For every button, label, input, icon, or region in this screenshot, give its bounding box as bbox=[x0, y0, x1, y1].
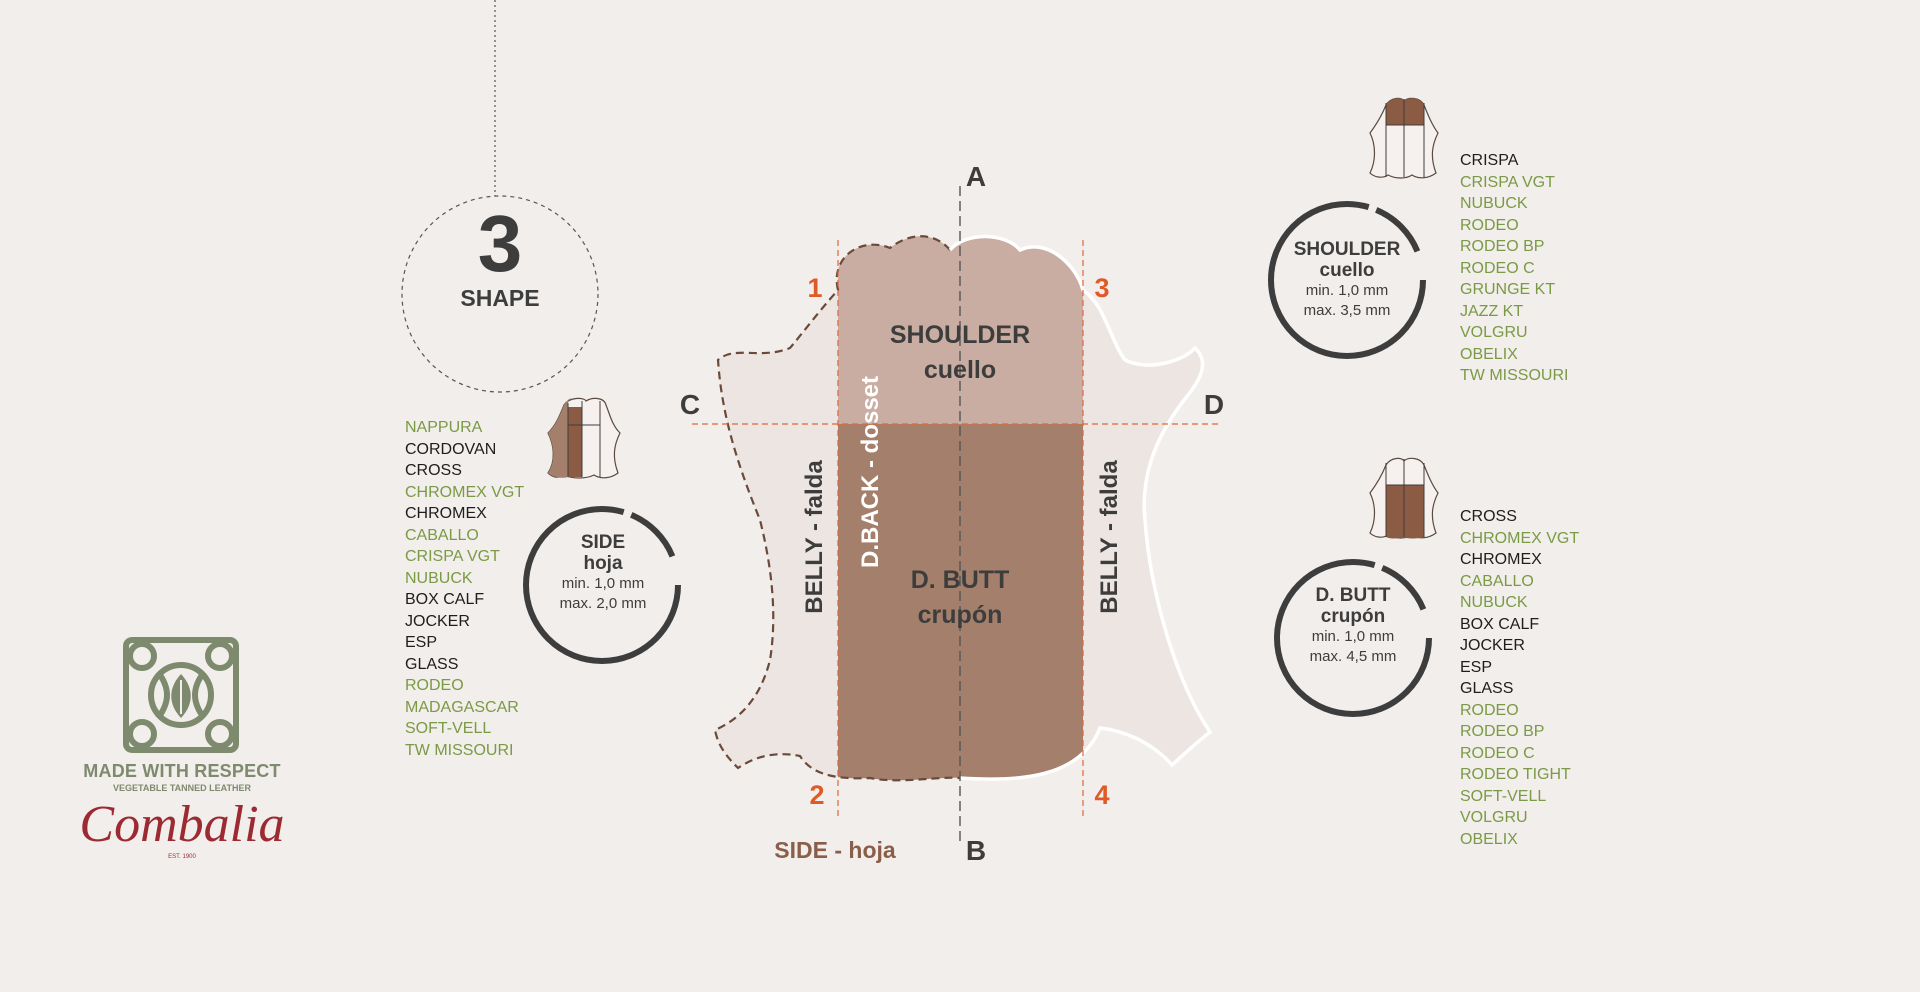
cut-number-4: 4 bbox=[1094, 780, 1109, 810]
list-item: GRUNGE KT bbox=[1460, 281, 1556, 298]
side-bottom-label: SIDE - hoja bbox=[774, 837, 896, 863]
axis-label-d: D bbox=[1204, 389, 1224, 420]
step-label: SHAPE bbox=[460, 285, 539, 311]
side-circle-subtitle: hoja bbox=[583, 553, 623, 574]
shoulder-product-list: CRISPA CRISPA VGT NUBUCK RODEO RODEO BP … bbox=[1460, 150, 1568, 387]
list-item: BOX CALF bbox=[1460, 615, 1540, 633]
shoulder-circle-min: min. 1,0 mm bbox=[1305, 282, 1389, 299]
butt-sublabel: crupón bbox=[918, 601, 1003, 629]
brand-tagline: MADE WITH RESPECT bbox=[83, 761, 281, 781]
side-circle-title: SIDE bbox=[580, 532, 626, 553]
list-item: SOFT-VELL bbox=[1460, 787, 1547, 805]
shoulder-circle-title: SHOULDER bbox=[1293, 239, 1401, 260]
list-item: RODEO TIGHT bbox=[1460, 766, 1571, 783]
step-badge: 3 SHAPE bbox=[401, 0, 599, 393]
butt-circle-max: max. 4,5 mm bbox=[1309, 648, 1397, 665]
side-circle-text: SIDE hoja min. 1,0 mm max. 2,0 mm bbox=[528, 533, 678, 614]
list-item: JOCKER bbox=[1460, 637, 1525, 654]
butt-product-list: CROSS CHROMEX VGT CHROMEX CABALLO NUBUCK… bbox=[1460, 506, 1579, 850]
side-product-list: NAPPURA CORDOVAN CROSS CHROMEX VGT CHROM… bbox=[405, 417, 524, 761]
list-item: RODEO BP bbox=[1460, 238, 1545, 255]
list-item: CRISPA bbox=[1460, 152, 1519, 169]
list-item: NUBUCK bbox=[405, 569, 473, 587]
back-label: D.BACK - dosset bbox=[857, 376, 884, 568]
list-item: RODEO C bbox=[1460, 744, 1535, 762]
shoulder-circle-max: max. 3,5 mm bbox=[1303, 302, 1391, 319]
list-item: CABALLO bbox=[405, 526, 479, 544]
list-item: TW MISSOURI bbox=[405, 741, 514, 759]
list-item: OBELIX bbox=[1460, 345, 1518, 363]
list-item: JAZZ KT bbox=[1460, 302, 1524, 320]
list-item: NUBUCK bbox=[1460, 594, 1528, 611]
axis-label-a: A bbox=[966, 161, 986, 192]
list-item: VOLGRU bbox=[1460, 324, 1528, 341]
list-item: CROSS bbox=[1460, 508, 1517, 525]
list-item: RODEO C bbox=[1460, 259, 1535, 277]
ornamental-tile-logo-icon bbox=[123, 637, 239, 753]
shoulder-sublabel: cuello bbox=[924, 356, 996, 384]
list-item: RODEO bbox=[1460, 701, 1519, 719]
shoulder-label: SHOULDER bbox=[890, 321, 1030, 349]
list-item: BOX CALF bbox=[405, 591, 485, 608]
butt-circle bbox=[1274, 559, 1432, 717]
list-item: SOFT-VELL bbox=[405, 720, 492, 737]
hide-shoulder-icon bbox=[1369, 97, 1439, 179]
list-item: CHROMEX VGT bbox=[1460, 529, 1580, 547]
list-item: MADAGASCAR bbox=[405, 698, 519, 716]
brand-name: Combalia bbox=[79, 796, 285, 853]
list-item: RODEO bbox=[405, 677, 464, 694]
hide-side-icon bbox=[547, 397, 621, 479]
cut-number-2: 2 bbox=[809, 780, 824, 810]
list-item: GLASS bbox=[1460, 680, 1514, 697]
butt-circle-subtitle: crupón bbox=[1320, 606, 1386, 627]
list-item: ESP bbox=[405, 634, 438, 651]
butt-circle-title: D. BUTT bbox=[1315, 585, 1391, 606]
list-item: ESP bbox=[1460, 658, 1493, 676]
shoulder-circle bbox=[1268, 201, 1426, 359]
list-item: RODEO bbox=[1460, 216, 1519, 234]
side-circle-max: max. 2,0 mm bbox=[559, 595, 647, 612]
list-item: CORDOVAN bbox=[405, 440, 497, 458]
list-item: TW MISSOURI bbox=[1460, 367, 1569, 384]
axis-label-b: B bbox=[966, 835, 986, 866]
hide-outline-dashed bbox=[713, 235, 961, 782]
side-circle-min: min. 1,0 mm bbox=[561, 575, 645, 592]
list-item: NAPPURA bbox=[405, 419, 483, 436]
step-number: 3 bbox=[478, 199, 523, 288]
brand-subtagline: VEGETABLE TANNED LEATHER bbox=[112, 783, 251, 793]
list-item: JOCKER bbox=[405, 612, 470, 630]
butt-label: D. BUTT bbox=[911, 566, 1010, 594]
hide-butt-icon bbox=[1369, 457, 1439, 539]
butt-circle-min: min. 1,0 mm bbox=[1311, 628, 1395, 645]
list-item: GLASS bbox=[405, 655, 459, 673]
belly-left-label: BELLY - falda bbox=[801, 460, 828, 614]
hide-outline-solid bbox=[948, 234, 1213, 781]
list-item: VOLGRU bbox=[1460, 809, 1528, 826]
butt-circle-text: D. BUTT crupón min. 1,0 mm max. 4,5 mm bbox=[1278, 586, 1428, 667]
list-item: NUBUCK bbox=[1460, 195, 1528, 212]
belly-right-label: BELLY - falda bbox=[1096, 460, 1123, 614]
shoulder-circle-subtitle: cuello bbox=[1319, 260, 1375, 281]
list-item: CROSS bbox=[405, 462, 462, 479]
cut-number-1: 1 bbox=[807, 273, 822, 303]
step-circle bbox=[401, 195, 599, 393]
list-item: RODEO BP bbox=[1460, 723, 1545, 740]
list-item: CRISPA VGT bbox=[405, 548, 500, 565]
shoulder-circle-text: SHOULDER cuello min. 1,0 mm max. 3,5 mm bbox=[1272, 240, 1422, 321]
list-item: CRISPA VGT bbox=[1460, 173, 1555, 191]
list-item: CHROMEX VGT bbox=[405, 483, 525, 501]
axis-label-c: C bbox=[680, 389, 700, 420]
list-item: CHROMEX bbox=[1460, 551, 1542, 568]
list-item: OBELIX bbox=[1460, 830, 1518, 848]
side-circle bbox=[523, 506, 681, 664]
cut-number-3: 3 bbox=[1094, 273, 1109, 303]
brand-est: EST. 1900 bbox=[168, 854, 196, 860]
list-item: CHROMEX bbox=[405, 505, 487, 522]
list-item: CABALLO bbox=[1460, 572, 1534, 590]
